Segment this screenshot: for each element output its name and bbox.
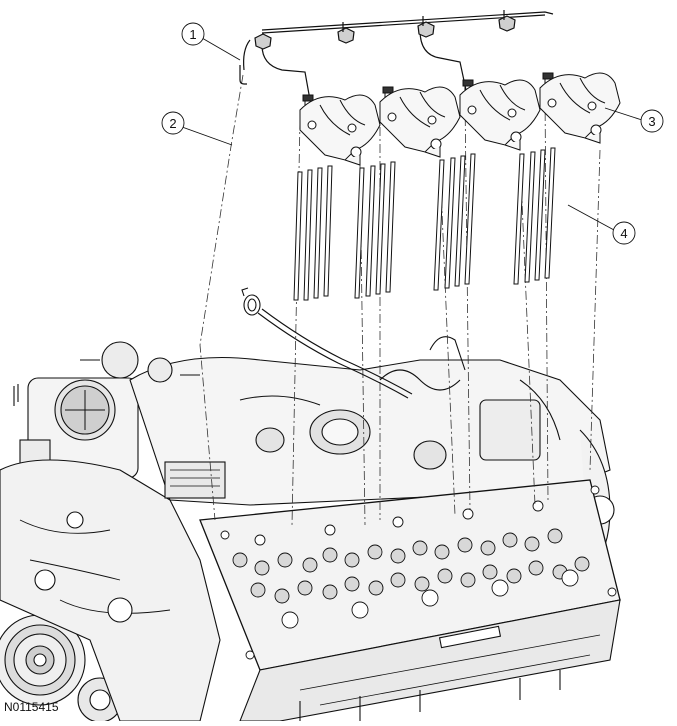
callout-1: 1	[181, 22, 241, 61]
callouts: 1 2 3 4	[161, 22, 664, 245]
callout-4: 4	[567, 204, 636, 245]
pushrod-set-4	[513, 147, 556, 285]
injector-nut	[254, 15, 516, 50]
callout-4-label: 4	[620, 226, 627, 241]
rocker-group-2	[379, 86, 461, 158]
callout-2-label: 2	[169, 116, 176, 131]
oil-dipstick-tube	[241, 287, 413, 399]
rocker-group-4	[539, 72, 621, 144]
fuel-rail	[239, 10, 554, 101]
callout-2: 2	[161, 111, 233, 146]
callout-3: 3	[604, 107, 664, 133]
intake-manifold	[80, 336, 615, 571]
rocker-arm-assemblies	[299, 72, 621, 166]
pushrod-set-1	[293, 165, 333, 301]
pushrod-set-2	[354, 161, 396, 299]
engine-assembly	[0, 336, 621, 723]
rocker-group-3	[459, 79, 541, 151]
crank-pulley	[0, 614, 123, 723]
pushrods	[293, 147, 556, 301]
rocker-group-1	[299, 94, 381, 166]
callout-1-label: 1	[189, 27, 196, 42]
valve-train	[220, 485, 617, 660]
pushrod-set-3	[433, 153, 476, 291]
cylinder-head	[199, 479, 621, 722]
figure-code: N0115415	[4, 700, 59, 714]
callout-3-label: 3	[648, 114, 655, 129]
